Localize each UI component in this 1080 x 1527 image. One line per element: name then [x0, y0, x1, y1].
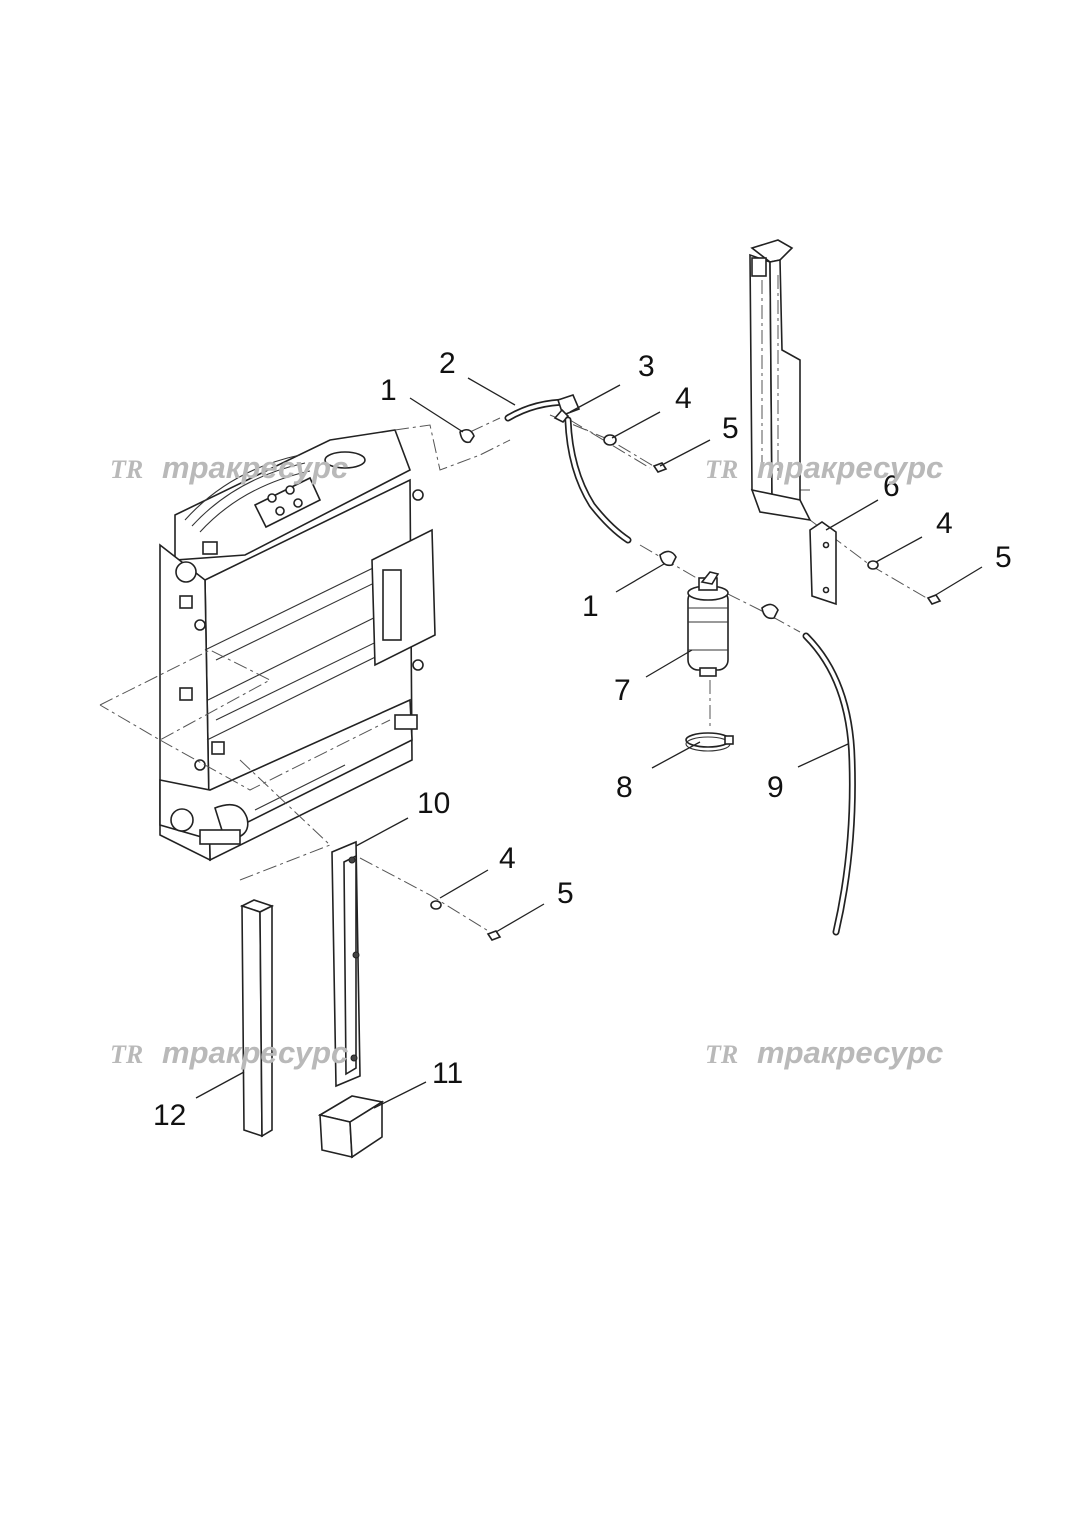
callout-3: 3: [638, 350, 655, 383]
watermark-bottom-left: TR тракресурс: [110, 1035, 348, 1070]
watermark-text: тракресурс: [757, 1035, 943, 1070]
watermark-top-right: TR тракресурс: [705, 450, 943, 485]
watermark-logo: TR: [705, 1040, 738, 1069]
clamp-1-lower-left: [659, 550, 677, 567]
washer-4-lower: [430, 900, 442, 910]
callout-8: 8: [616, 771, 633, 804]
watermark-logo: TR: [110, 455, 143, 484]
post-12: [239, 899, 275, 1138]
bolt-5-upper: [652, 462, 668, 473]
callout-1-lower: 1: [582, 590, 599, 623]
watermark-text: тракресурс: [162, 450, 348, 485]
upright-post: [749, 239, 812, 522]
hose-vertical: [564, 416, 632, 544]
callout-4-right: 4: [936, 507, 953, 540]
radiator-assembly: [159, 429, 436, 862]
callout-5-lower: 5: [557, 877, 574, 910]
callout-4-upper: 4: [675, 382, 692, 415]
leader-lines: [195, 377, 983, 1109]
clamp-1-lower-right: [761, 603, 779, 620]
watermark-top-left: TR тракресурс: [110, 450, 348, 485]
callout-6: 6: [883, 470, 900, 503]
washer-4-right: [867, 560, 879, 570]
hose-9: [802, 632, 856, 936]
watermark-bottom-right: TR тракресурс: [705, 1035, 943, 1070]
callout-9: 9: [767, 771, 784, 804]
callout-5-upper: 5: [722, 412, 739, 445]
callout-4-lower: 4: [499, 842, 516, 875]
callout-11: 11: [432, 1057, 463, 1090]
callout-5-right: 5: [995, 541, 1012, 574]
watermark-logo: TR: [705, 455, 738, 484]
receiver-drier-7: [687, 571, 729, 677]
band-clamp-8: [685, 732, 734, 752]
watermark-logo: TR: [110, 1040, 143, 1069]
callout-10: 10: [417, 787, 450, 820]
clamp-1-upper: [459, 428, 475, 444]
watermark-text: тракресурс: [757, 450, 943, 485]
watermark-text: тракресурс: [162, 1035, 348, 1070]
block-11: [317, 1095, 385, 1159]
callouts: 1 2 3 4 5 6 4 5 1 7 8 9 10 4 5 11 12: [153, 347, 1012, 1132]
bolt-5-right: [926, 594, 942, 605]
callout-12: 12: [153, 1099, 186, 1132]
callout-7: 7: [614, 674, 631, 707]
bolt-5-lower: [486, 930, 502, 941]
bracket-10: [331, 840, 361, 1088]
callout-2: 2: [439, 347, 456, 380]
callout-1-upper: 1: [380, 374, 397, 407]
bracket-6: [809, 521, 837, 606]
